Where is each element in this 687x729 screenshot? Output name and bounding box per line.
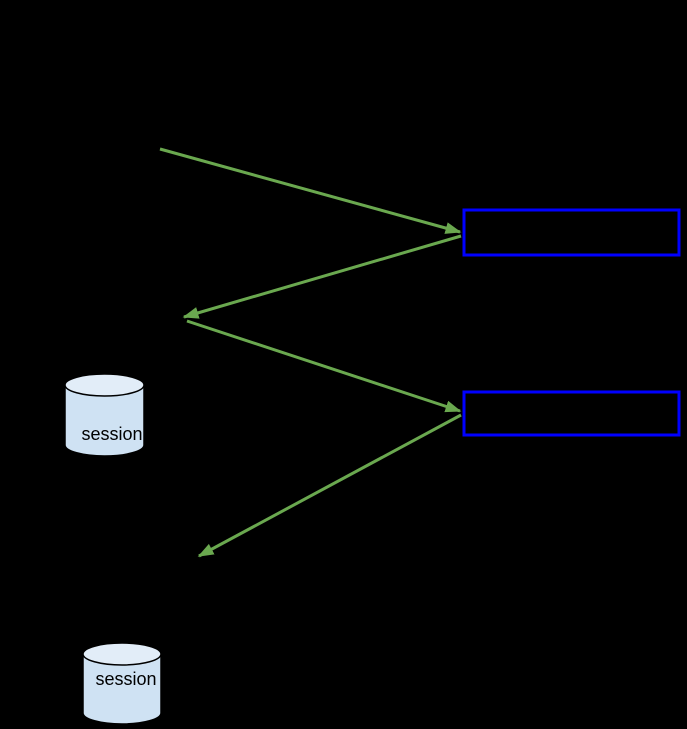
session-store-cylinder-2: session — [82, 642, 162, 725]
arrow-1 — [159, 147, 462, 234]
arrow-3 — [186, 319, 462, 413]
session-store-cylinder-1: session — [64, 373, 145, 457]
session-label-2: session — [95, 669, 156, 689]
blue-box-2 — [462, 390, 681, 437]
cylinder-rim — [64, 373, 145, 397]
cylinder-body — [64, 384, 145, 457]
arrow-4 — [197, 413, 462, 558]
blue-box-1 — [462, 208, 681, 257]
cylinder-rim — [82, 642, 162, 666]
cylinder-body — [82, 653, 162, 725]
session-label-1: session — [81, 424, 142, 444]
arrow-2 — [182, 234, 462, 319]
